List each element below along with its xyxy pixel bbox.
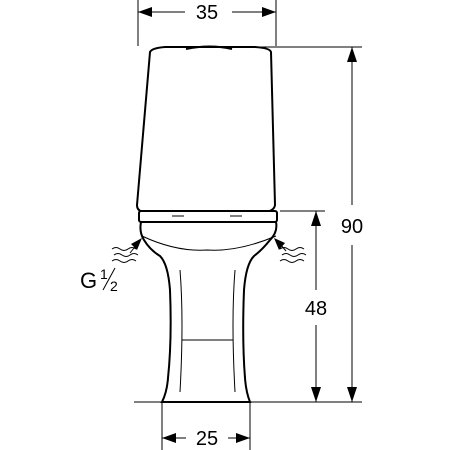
thread-fraction-denominator: 2 [110, 278, 118, 294]
water-connection-left [111, 238, 142, 263]
thread-fraction-numerator: 1 [100, 266, 108, 282]
dimension-total-height-label: 90 [341, 216, 363, 238]
seat-rim [138, 210, 278, 223]
toilet-outline [135, 45, 278, 403]
dimension-seat-height: 48 [280, 210, 327, 402]
dimension-seat-height-label: 48 [305, 298, 327, 320]
dimension-base-width: 25 [161, 402, 251, 450]
dimension-total-height: 90 [240, 46, 363, 402]
thread-fraction-bar [102, 267, 116, 291]
thread-letter: G [80, 268, 97, 293]
dim-arrow-right [262, 7, 276, 17]
dimension-tank-width-label: 35 [196, 2, 218, 24]
connection-arrow-right [274, 238, 285, 250]
dimension-tank-width: 35 [137, 0, 277, 46]
connection-arrow-left [131, 238, 142, 250]
bowl-inner-curve [141, 235, 277, 251]
foot-inner-left [179, 269, 183, 393]
dim-arrow-left [162, 433, 176, 443]
water-connection-right [274, 238, 307, 263]
foot-inner-right [232, 269, 236, 393]
dim-arrow-bottom [347, 387, 357, 402]
dim-arrow-bottom [311, 387, 321, 402]
connection-thread-label: G 1 2 [80, 266, 118, 294]
dim-arrow-top [311, 211, 321, 226]
dimension-base-width-label: 25 [196, 428, 218, 450]
bowl-outline [139, 221, 278, 403]
dim-arrow-top [347, 47, 357, 62]
cistern-outline [135, 46, 277, 213]
cistern-lid [185, 45, 233, 50]
dim-arrow-right [236, 433, 250, 443]
dim-arrow-left [138, 7, 152, 17]
